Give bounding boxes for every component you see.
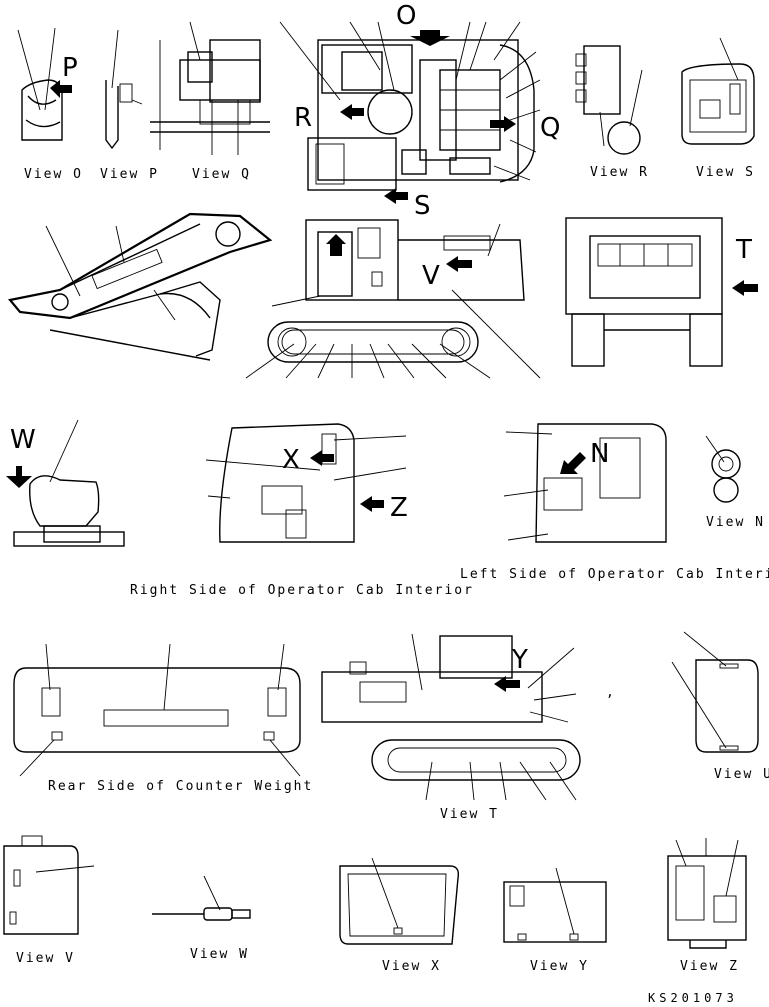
view-z-label: View Z — [680, 959, 739, 974]
view-p-label: View P — [100, 167, 159, 182]
view-t-figure — [321, 633, 581, 801]
view-y-label: View Y — [530, 959, 589, 974]
excavator-rear-figure — [565, 217, 758, 367]
letter-o: O — [396, 1, 416, 31]
view-v-figure — [3, 835, 95, 935]
letter-t: T — [735, 235, 752, 265]
letter-x: X — [282, 445, 300, 475]
view-u-label: View U — [714, 767, 769, 782]
view-x-label: View X — [382, 959, 441, 974]
caption-counterweight: Rear Side of Counter Weight — [48, 779, 313, 794]
view-o-figure — [17, 27, 72, 141]
view-v-label: View V — [16, 951, 75, 966]
view-t-label: View T — [440, 807, 499, 822]
letter-y: Y — [511, 645, 528, 675]
letter-q: Q — [540, 113, 560, 143]
letter-s: S — [414, 191, 431, 221]
view-s-figure — [681, 37, 755, 145]
view-x-figure — [339, 857, 460, 945]
right-cab-interior-figure — [205, 423, 407, 543]
view-r-label: View R — [590, 165, 649, 180]
comma-mark: , — [606, 685, 616, 700]
drawing-code: KS201073 — [648, 991, 738, 1005]
excavator-side-figure — [7, 212, 541, 379]
view-y-figure — [503, 867, 607, 943]
view-p-figure — [105, 29, 143, 150]
counterweight-figure — [13, 643, 301, 777]
operator-seat-figure — [6, 419, 125, 547]
view-w-figure — [152, 875, 251, 921]
letter-r: R — [294, 103, 312, 133]
letter-p: P — [62, 53, 78, 83]
view-q-figure — [150, 21, 270, 155]
view-r-figure — [575, 45, 643, 155]
view-z-figure — [667, 838, 747, 949]
letter-z: Z — [390, 493, 408, 523]
view-u-figure — [671, 631, 759, 753]
view-w-label: View W — [190, 947, 249, 962]
top-plan-figure — [279, 21, 541, 204]
view-n-figure — [705, 435, 741, 503]
view-o-label: View O — [24, 167, 83, 182]
view-s-label: View S — [696, 165, 755, 180]
letter-n: N — [590, 439, 609, 469]
view-q-label: View Q — [192, 167, 251, 182]
letter-v: V — [422, 261, 440, 291]
letter-w: W — [10, 425, 36, 455]
caption-left-cab: Left Side of Operator Cab Interior — [460, 567, 769, 582]
left-cab-interior-figure — [503, 423, 667, 543]
view-n-label: View N — [706, 515, 765, 530]
caption-right-cab: Right Side of Operator Cab Interior — [130, 583, 474, 598]
